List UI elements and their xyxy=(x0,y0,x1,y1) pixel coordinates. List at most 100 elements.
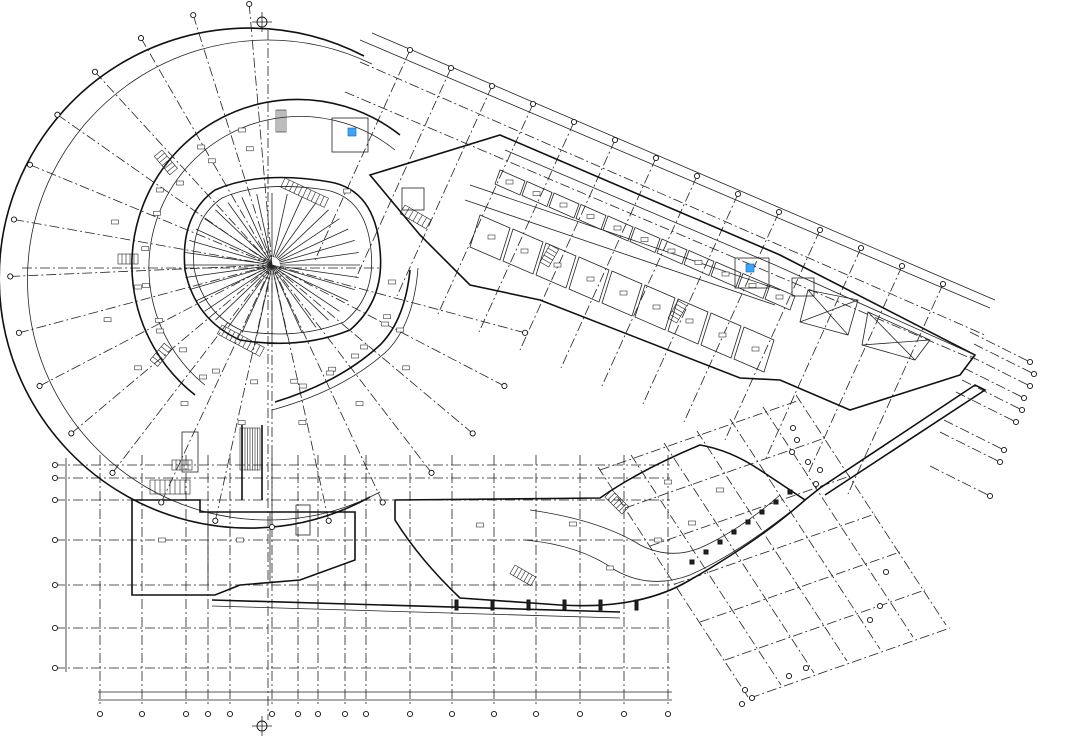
column xyxy=(759,509,765,515)
stair-tread xyxy=(319,196,325,206)
rotunda-radial-line xyxy=(256,272,272,336)
radial-grid-line xyxy=(271,264,526,334)
wing-grid-line xyxy=(601,175,698,387)
grid-bubble-icon xyxy=(15,329,22,336)
stair-tread xyxy=(159,155,168,163)
room-tag-icon xyxy=(569,521,577,527)
north-wing-outline xyxy=(368,134,977,411)
room-tag-icon xyxy=(103,317,112,323)
service-core xyxy=(401,187,425,211)
column xyxy=(773,499,779,505)
wing-room xyxy=(656,238,688,265)
mid-arc-wall-2 xyxy=(148,116,396,386)
room-tag-icon xyxy=(141,246,150,251)
stair-tread xyxy=(671,310,681,317)
column xyxy=(562,599,567,611)
service-core-east xyxy=(791,277,815,297)
wing-end-grid-line xyxy=(969,331,1031,363)
grid-bubble-icon xyxy=(51,624,59,632)
grid-bubble-icon xyxy=(428,469,435,476)
rotunda-radial-line xyxy=(272,194,288,258)
central-rotunda xyxy=(183,176,382,345)
grid-bubble-icon xyxy=(51,496,59,504)
radial-grid-line xyxy=(112,264,273,474)
stair-outline xyxy=(539,244,560,268)
grid-bubble-icon xyxy=(51,461,59,469)
stair-tread xyxy=(669,314,679,320)
grid-bubble-icon xyxy=(882,568,890,576)
room-tag-icon xyxy=(326,370,334,376)
stair-tread xyxy=(315,194,321,204)
stair-tread xyxy=(161,346,170,354)
rotunda-ring xyxy=(193,186,373,335)
room-tag-icon xyxy=(134,365,142,371)
wing-dimension-line xyxy=(371,32,996,301)
column xyxy=(787,489,793,495)
room-tag-icon xyxy=(158,537,166,543)
room-tag-icon xyxy=(142,283,150,288)
wing-room-large xyxy=(502,228,544,275)
wing-grid-line xyxy=(724,229,821,441)
stair-tread xyxy=(229,331,235,341)
room-tag-icon xyxy=(111,219,119,225)
east-void-cross xyxy=(867,311,916,361)
column xyxy=(490,599,495,611)
grid-bubble-icon xyxy=(362,710,370,718)
room-tag-icon xyxy=(396,327,404,333)
rotunda-radial-line xyxy=(278,228,349,262)
se-grid-line xyxy=(696,430,848,662)
wing-grid-line xyxy=(437,103,534,315)
section-markers xyxy=(252,12,755,736)
wing-dimension-line xyxy=(359,39,991,309)
stair-icon xyxy=(399,204,432,230)
grid-bubble-icon xyxy=(341,710,349,718)
column xyxy=(745,519,751,525)
room-tag-icon xyxy=(156,328,164,334)
stair-tread xyxy=(161,158,170,166)
stair-tread xyxy=(250,342,257,352)
room-tag-icon xyxy=(176,180,184,186)
room-tag-icon xyxy=(718,332,727,338)
grid-bubble-icon xyxy=(1012,418,1020,426)
radial-grid-line xyxy=(271,264,384,503)
grid-bubble-icon xyxy=(490,710,498,718)
radial-grid-line xyxy=(94,71,273,266)
stair-icon xyxy=(216,324,265,357)
grid-bubble-icon xyxy=(7,273,14,280)
radial-grid-line xyxy=(39,264,273,387)
wing-room xyxy=(683,249,715,277)
radial-grid-line xyxy=(18,264,273,334)
radial-grid-line xyxy=(29,164,273,266)
stair-tread xyxy=(246,340,252,350)
room-tag-icon xyxy=(381,321,389,327)
grid-bubble-icon xyxy=(109,469,116,476)
east-void-cross xyxy=(807,289,849,336)
room-tag-icon xyxy=(180,401,189,406)
wing-long-line xyxy=(344,91,976,361)
grid-bubble-icon xyxy=(748,694,756,702)
radial-grid-line xyxy=(271,264,432,474)
outer-arc-wall-2 xyxy=(27,39,381,521)
wing-grid-line xyxy=(847,283,944,495)
stair-icon xyxy=(280,177,329,208)
stair-tread xyxy=(520,570,526,580)
grid-bubble-icon xyxy=(652,154,660,162)
se-grid-line xyxy=(749,627,951,699)
wing-room xyxy=(629,226,661,254)
grid-bubble-icon xyxy=(611,136,619,144)
wing-room-large xyxy=(469,214,511,261)
rotunda-radial-line xyxy=(274,197,303,258)
wing-room xyxy=(521,180,553,208)
wing-end-grid-line xyxy=(943,419,1005,451)
room-tag-icon xyxy=(613,225,622,231)
east-void-cross xyxy=(861,339,931,346)
stair-tread xyxy=(238,336,244,346)
grid-bubble-icon xyxy=(1018,406,1026,414)
stair-tread xyxy=(404,207,410,217)
east-ramp xyxy=(804,384,987,501)
grid-bubble-icon xyxy=(734,190,742,198)
room-tag-icon xyxy=(212,368,220,374)
rotunda-radial-line xyxy=(275,271,317,328)
wing-end-grid-line xyxy=(929,465,991,497)
